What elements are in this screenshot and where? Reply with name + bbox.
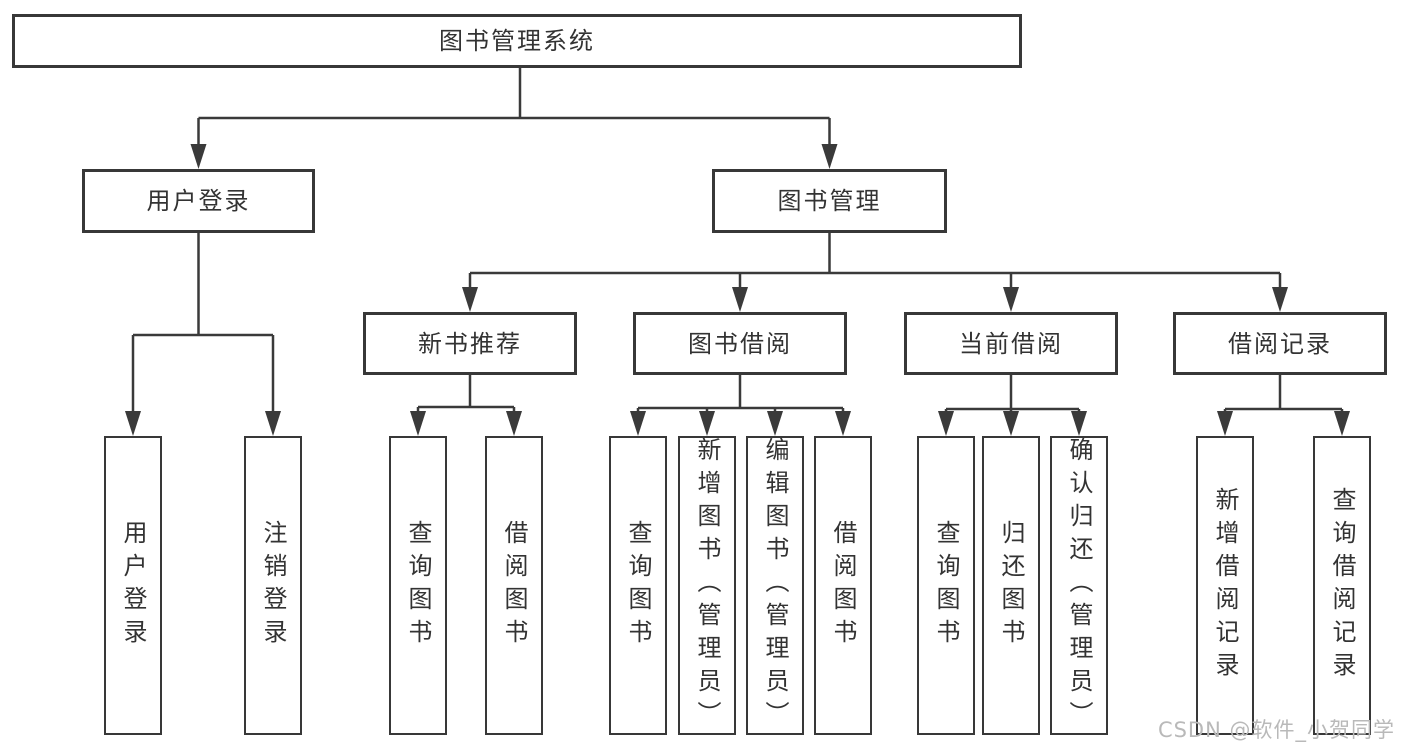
node-borrow-record: 借阅记录 — [1173, 312, 1387, 375]
leaf-query-borrow-record: 查询借阅记录 — [1313, 436, 1371, 735]
arrowhead-icons — [125, 144, 1350, 436]
leaf-add-books-admin: 新增图书（管理员） — [678, 436, 736, 735]
leaf-label: 新增图书（管理员） — [693, 437, 721, 734]
leaf-query-books-borrow: 查询图书 — [609, 436, 667, 735]
leaf-return-books: 归还图书 — [982, 436, 1040, 735]
leaf-label: 借阅图书 — [500, 519, 528, 652]
leaf-edit-books-admin: 编辑图书（管理员） — [746, 436, 804, 735]
leaf-label: 编辑图书（管理员） — [761, 437, 789, 734]
node-label: 借阅记录 — [1228, 329, 1332, 358]
leaf-add-borrow-record: 新增借阅记录 — [1196, 436, 1254, 735]
node-label: 图书管理系统 — [439, 27, 595, 55]
node-user-login: 用户登录 — [82, 169, 315, 233]
node-label: 当前借阅 — [959, 329, 1063, 358]
leaf-borrow-books-recommend: 借阅图书 — [485, 436, 543, 735]
leaf-label: 查询图书 — [404, 519, 432, 652]
leaf-label: 查询借阅记录 — [1328, 486, 1356, 685]
leaf-user-login: 用户登录 — [104, 436, 162, 735]
leaf-label: 确认归还（管理员） — [1065, 437, 1093, 734]
node-label: 新书推荐 — [418, 329, 522, 358]
leaf-label: 归还图书 — [997, 519, 1025, 652]
leaf-logout: 注销登录 — [244, 436, 302, 735]
node-label: 图书管理 — [777, 187, 882, 215]
leaf-query-books-recommend: 查询图书 — [389, 436, 447, 735]
node-library-management-system: 图书管理系统 — [12, 14, 1022, 68]
node-book-management: 图书管理 — [712, 169, 947, 233]
leaf-confirm-return-admin: 确认归还（管理员） — [1050, 436, 1108, 735]
node-book-borrow: 图书借阅 — [633, 312, 847, 375]
node-label: 用户登录 — [146, 187, 251, 215]
node-new-book-recommend: 新书推荐 — [363, 312, 577, 375]
leaf-label: 查询图书 — [624, 519, 652, 652]
leaf-query-books-current: 查询图书 — [917, 436, 975, 735]
leaf-borrow-books: 借阅图书 — [814, 436, 872, 735]
leaf-label: 借阅图书 — [829, 519, 857, 652]
leaf-label: 新增借阅记录 — [1211, 486, 1239, 685]
node-current-borrow: 当前借阅 — [904, 312, 1118, 375]
node-label: 图书借阅 — [688, 329, 792, 358]
leaf-label: 查询图书 — [932, 519, 960, 652]
leaf-label: 注销登录 — [259, 519, 287, 652]
leaf-label: 用户登录 — [119, 519, 147, 652]
